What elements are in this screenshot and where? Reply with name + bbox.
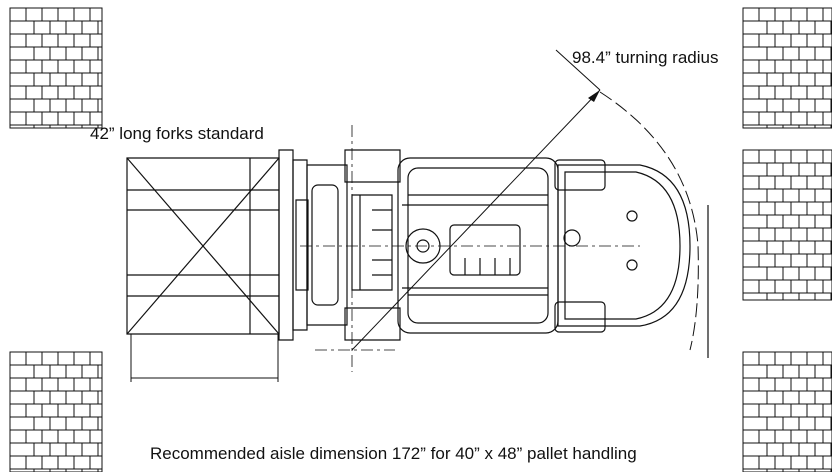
forks-label: 42” long forks standard (90, 124, 264, 143)
storage-racks (10, 8, 832, 472)
turning-radius-label: 98.4” turning radius (572, 48, 719, 67)
fork-dimension-line (131, 334, 278, 382)
forklift-body (279, 150, 690, 340)
rack-top-right (743, 8, 832, 128)
pallet-load (127, 158, 279, 334)
rack-bottom-right (743, 352, 832, 472)
rack-top-left (10, 8, 102, 128)
rack-bottom-left (10, 352, 102, 472)
rack-middle-right (743, 150, 832, 300)
center-lines (300, 125, 640, 372)
turning-radius-indicator (352, 50, 698, 350)
aisle-dimension-label: Recommended aisle dimension 172” for 40”… (150, 444, 637, 463)
